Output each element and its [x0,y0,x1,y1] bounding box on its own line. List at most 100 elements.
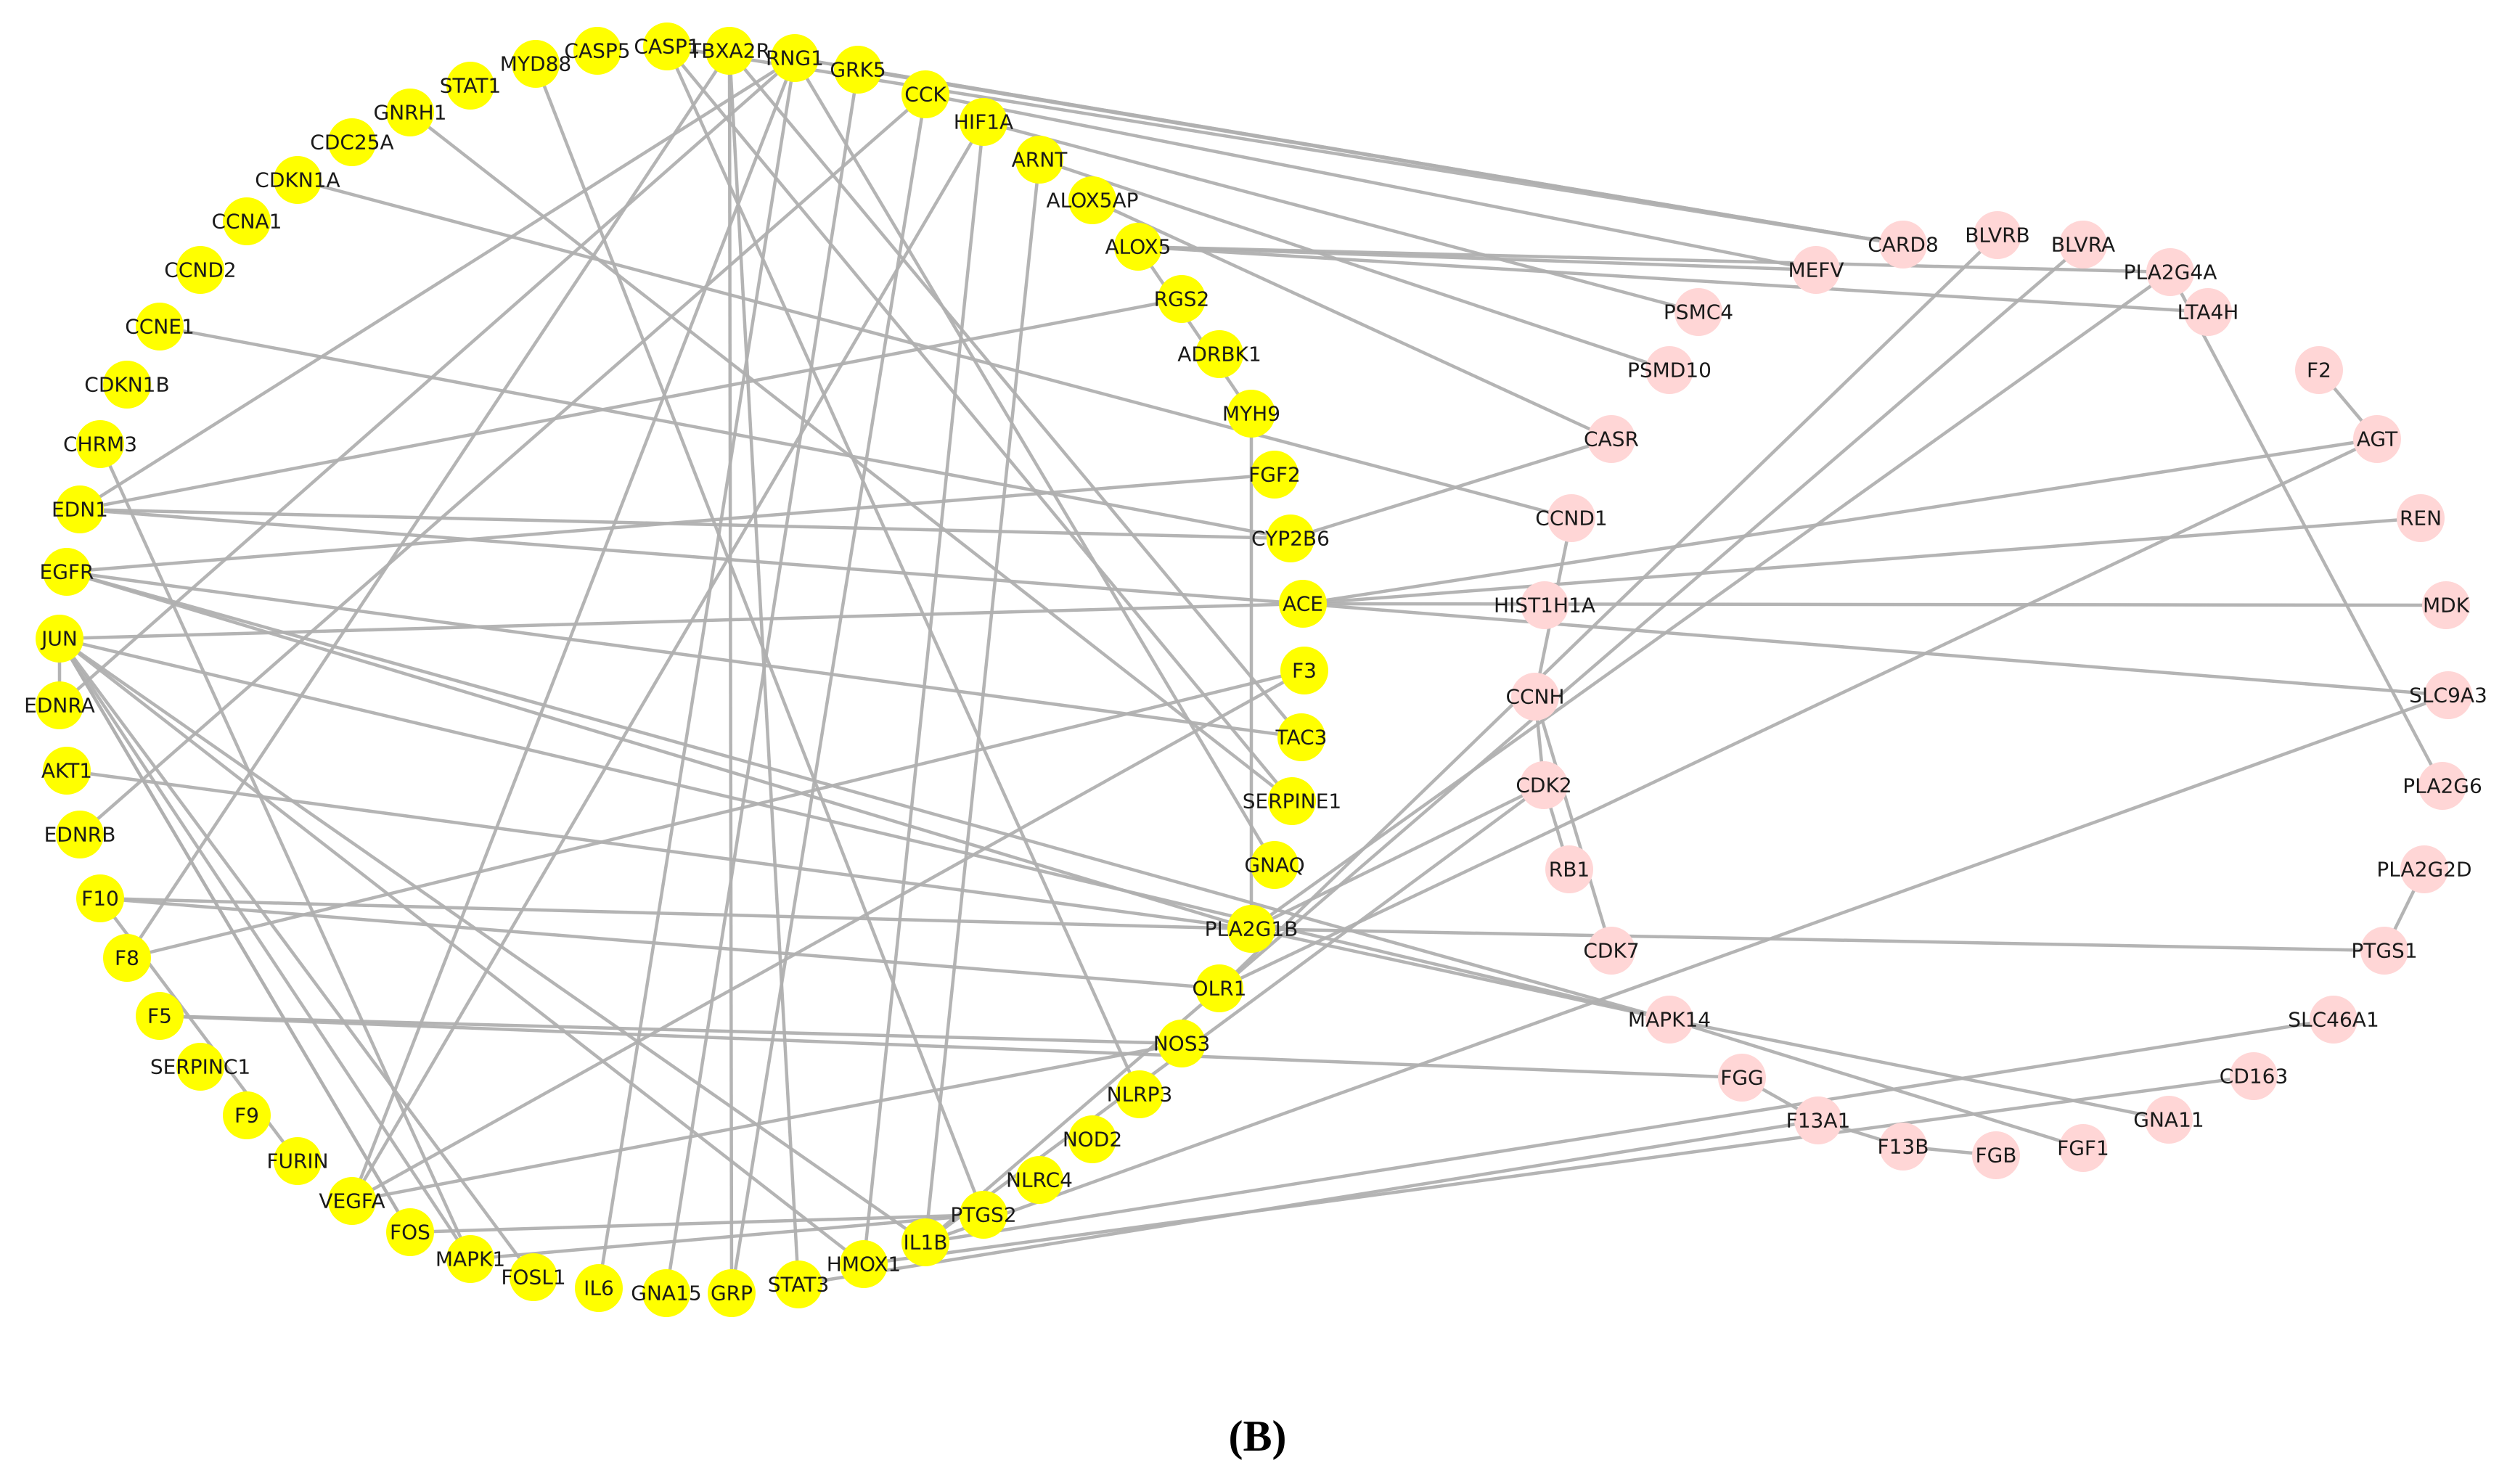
edge-stat3-f13a1 [798,1118,1819,1287]
node-circle [960,1191,1007,1239]
node-circle [136,992,184,1040]
node-circle [1227,390,1275,438]
node-label: CDK7 [1583,939,1639,963]
node-label: NOD2 [1063,1128,1122,1152]
node-label: F13B [1878,1135,1929,1159]
edge-mapk14-gna11 [1669,1017,2170,1122]
node-circle [103,934,151,982]
node-label: F3 [1292,659,1317,683]
node-circle [834,46,882,94]
node-tbxa2r: TBXA2R [688,27,770,75]
node-f9: F9 [223,1091,271,1139]
node-label: ALOX5AP [1046,189,1138,213]
node-circle [774,1260,822,1308]
edge-ace-slc9a3 [1302,602,2449,697]
node-furin: FURIN [266,1137,329,1185]
node-label: F10 [81,887,119,911]
node-circle [1251,841,1299,889]
edge-rgs2-edn1 [79,297,1182,512]
edge-olr1-f10 [99,896,1220,991]
node-label: STAT3 [768,1273,830,1297]
node-label: MAPK14 [1628,1008,1711,1032]
node-circle [43,747,91,795]
node-circle [2295,346,2343,394]
node-circle [2353,415,2401,463]
node-circle [1879,221,1927,268]
node-circle [1068,176,1116,224]
node-circle [2360,927,2408,975]
node-circle [1015,1156,1063,1204]
node-circle [1794,1096,1842,1144]
node-f10: F10 [76,874,124,922]
edge-f8-tbxa2r [126,49,731,959]
edge-card8-rng1 [794,56,1904,247]
node-circle [136,303,184,350]
node-label: HIF1A [954,110,1013,134]
node-ednrb: EDNRB [44,811,115,858]
edge-cyp2b6-casr [1290,437,1612,541]
node-label: NLRC4 [1006,1168,1073,1192]
node-f2: F2 [2295,346,2343,394]
edge-alox5-lta4h [1137,245,2209,314]
node-label: TBXA2R [688,39,770,63]
node-label: SLC46A1 [2288,1008,2379,1032]
node-circle [1277,713,1325,761]
node-label: MYH9 [1222,402,1280,426]
node-circle [386,89,434,136]
node-ednra: EDNRA [24,681,95,729]
node-hif1a: HIF1A [954,98,1013,146]
edge-olr1-blvrb [1218,234,1999,990]
node-chrm3: CHRM3 [63,420,137,468]
node-circle [56,485,104,533]
edge-nlrp3-casp1 [665,46,1142,1095]
edge-mapk1-jun [58,637,472,1260]
node-il6: IL6 [575,1264,623,1312]
node-label: GNAQ [1244,853,1304,877]
node-casp1: CASP1 [634,22,700,70]
node-label: FURIN [266,1149,328,1173]
node-label: REN [2400,507,2442,530]
node-circle [386,1208,434,1256]
node-gna11: GNA11 [2133,1096,2204,1144]
node-circle [1114,223,1162,271]
node-circle [1015,136,1063,184]
node-vegfa: VEGFA [319,1177,385,1225]
node-circle [901,1218,949,1266]
node-label: FGB [1975,1144,2016,1168]
edge-pla2g1b-ptgs1 [1251,927,2385,953]
node-circle [2230,1052,2278,1100]
node-alox5ap: ALOX5AP [1046,176,1139,224]
node-circle [1645,346,1693,394]
node-label: SERPINE1 [1243,790,1342,813]
node-circle [512,40,560,88]
node-circle [36,681,83,729]
edge-vegfa-hif1a [351,120,985,1202]
edge-grp-tbxa2r [727,50,734,1294]
node-f5: F5 [136,992,184,1040]
node-circle [1521,581,1569,629]
node-circle [1520,761,1568,809]
node-gnaq: GNAQ [1244,841,1305,889]
node-fgf2: FGF2 [1248,451,1301,499]
node-circle [1511,673,1559,721]
node-label: GRP [711,1282,753,1305]
panel-label: (B) [1228,1412,1287,1460]
node-label: CCNH [1505,685,1564,709]
node-circle [2059,221,2107,268]
node-label: EDNRA [24,694,95,718]
node-rgs2: RGS2 [1154,275,1209,323]
node-label: CDKN1A [255,168,340,192]
node-label: PLA2G1B [1205,917,1299,941]
edge-ptgs2-myd88 [533,63,986,1216]
node-circle [1251,451,1299,499]
node-rng1: RNG1 [766,34,824,82]
node-psmc4: PSMC4 [1664,288,1733,336]
node-circle [36,615,83,663]
node-label: CDC25A [310,131,393,155]
node-circle [706,27,753,75]
node-nod2: NOD2 [1063,1115,1122,1163]
node-label: FOS [390,1221,430,1245]
node-label: RB1 [1549,858,1590,882]
node-mapk14: MAPK14 [1628,996,1711,1044]
